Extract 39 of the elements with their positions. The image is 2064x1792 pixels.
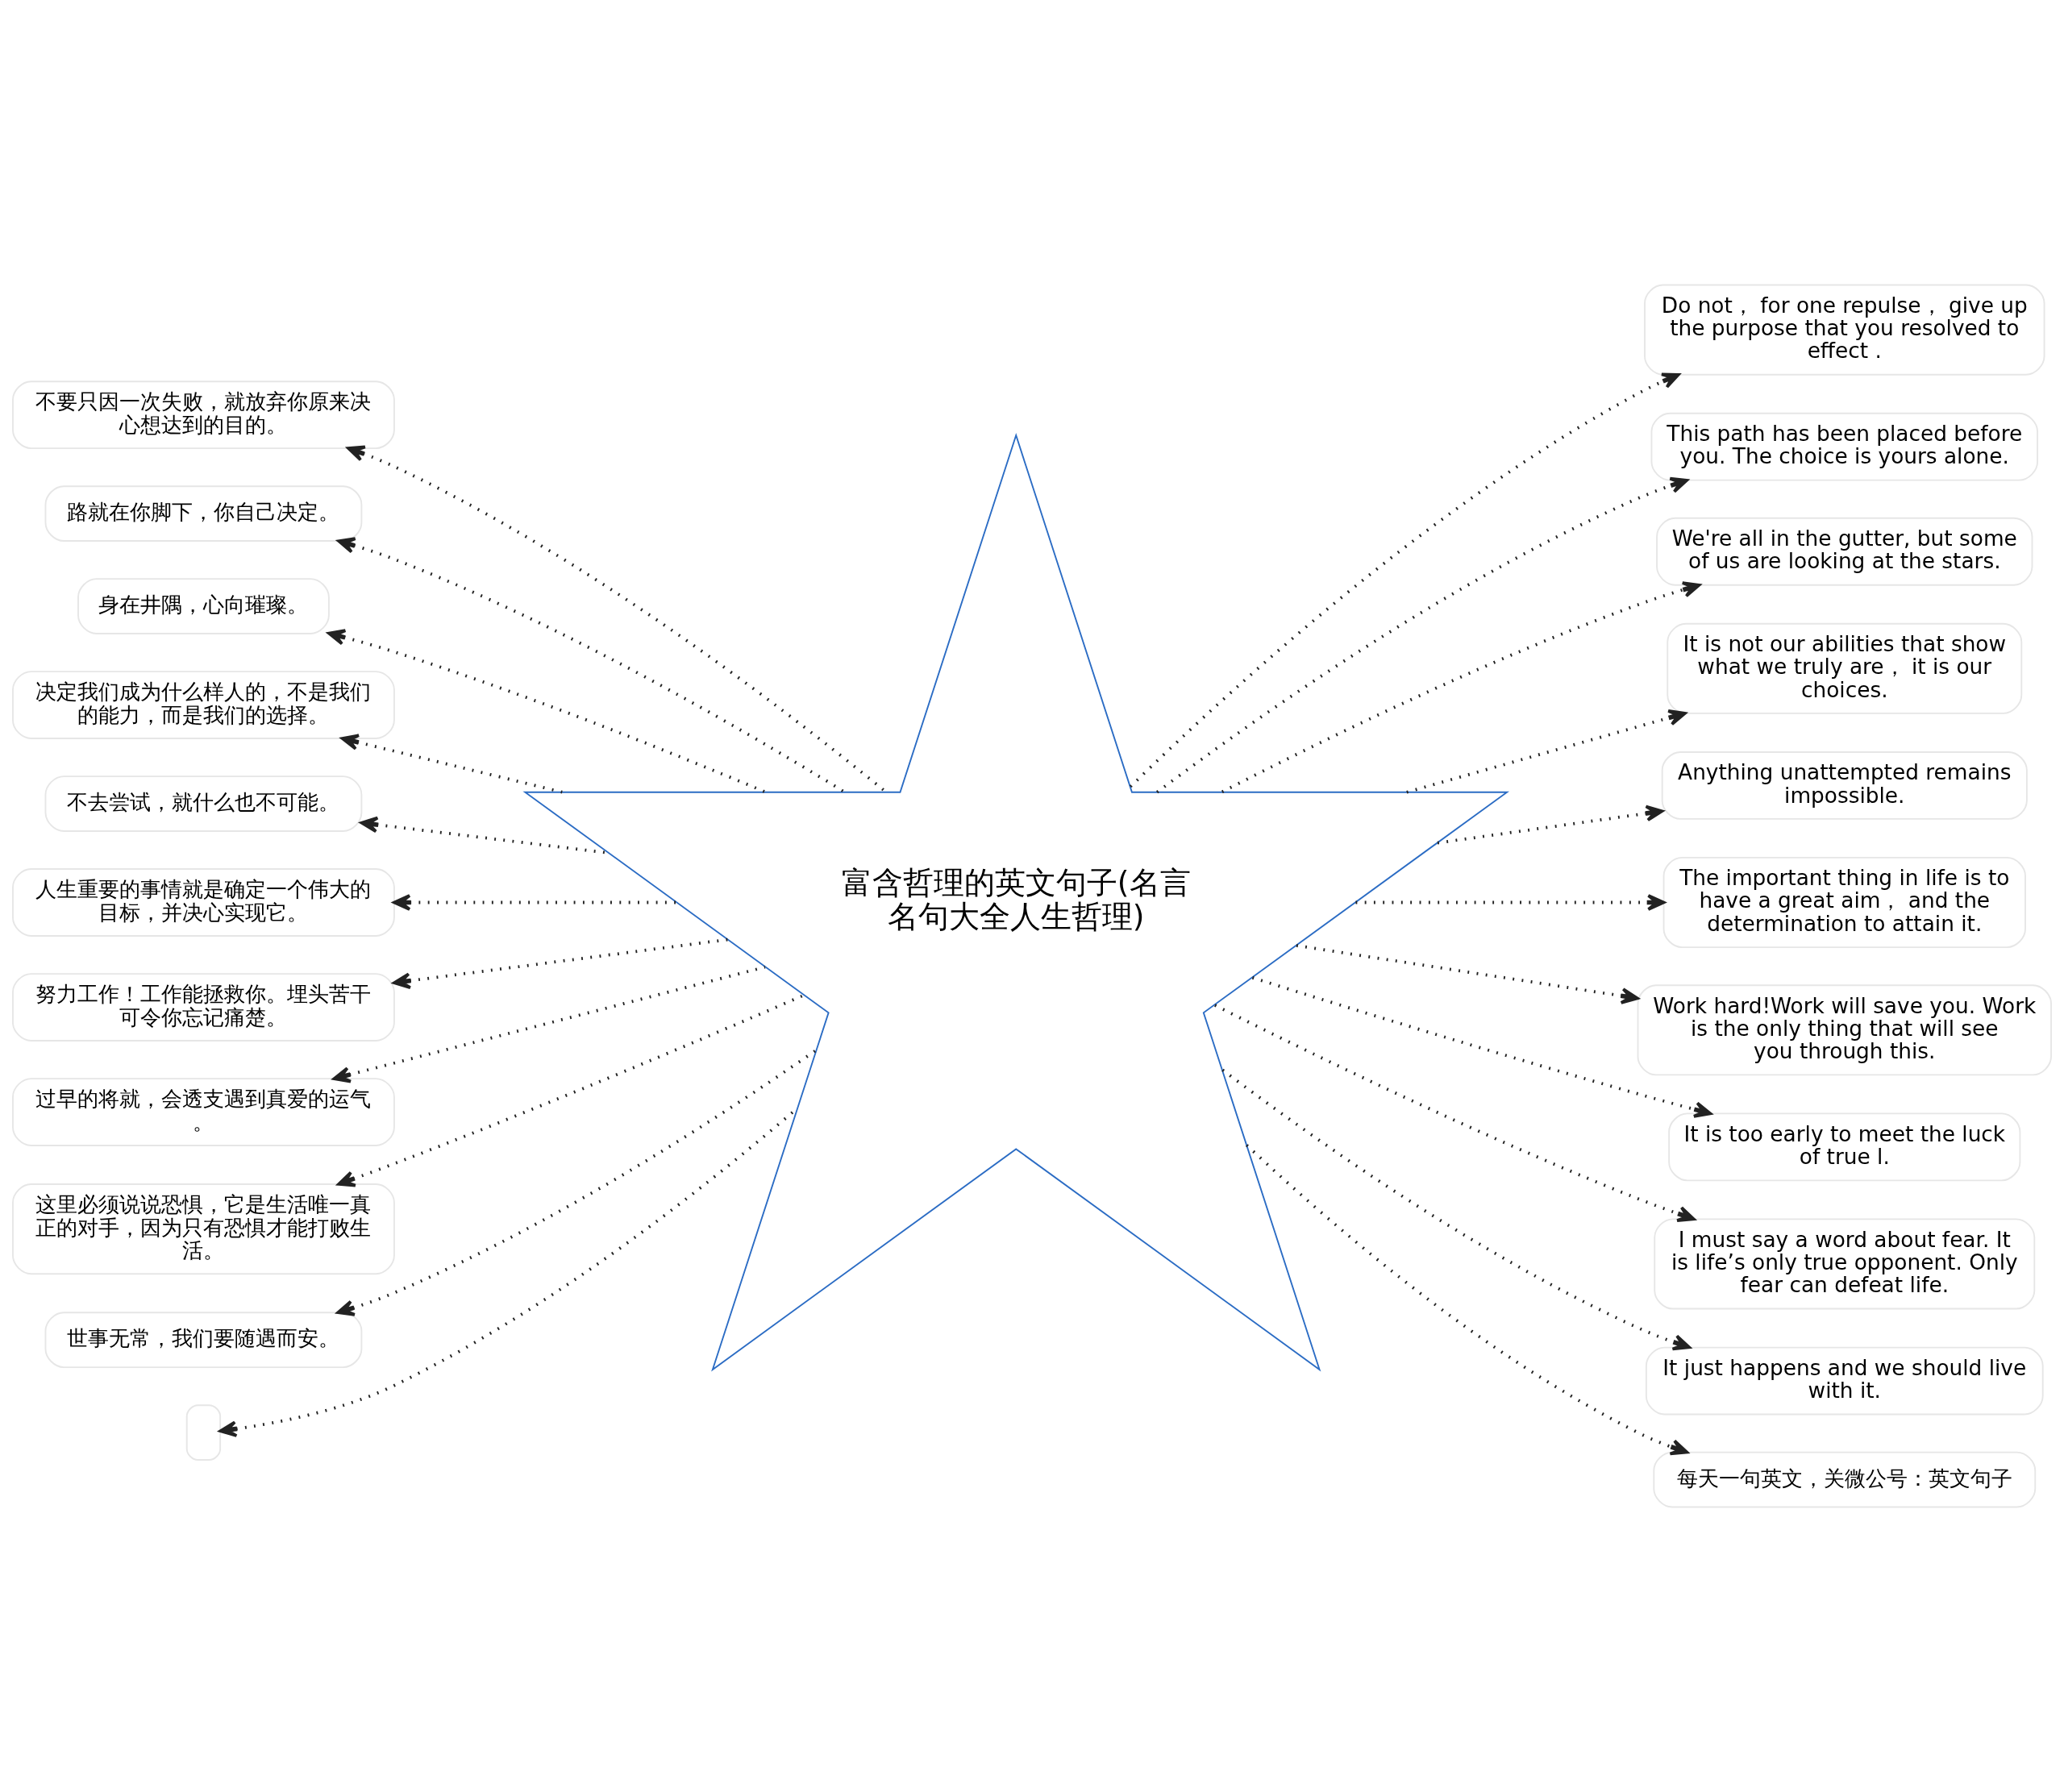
arrow — [336, 1049, 818, 1316]
node-box: 人生重要的事情就是确定一个伟大的目标，并决心实现它。 — [12, 868, 395, 937]
arrow — [332, 965, 766, 1083]
node-box: 不要只因一次失败，就放弃你原来决心想达到的目的。 — [12, 380, 395, 450]
arrow — [1221, 1068, 1692, 1351]
node-box: Work hard!Work will save you. Work is the only thing that will see you through this. — [1637, 984, 2052, 1076]
node-box — [185, 1404, 222, 1461]
node-box: 不去尝试，就什么也不可能。 — [44, 775, 363, 832]
arrow — [1355, 894, 1666, 911]
arrow — [1406, 709, 1687, 794]
arrow — [337, 537, 846, 794]
arrow — [1437, 805, 1664, 845]
node-box: We're all in the gutter, but some of us are looking at the stars. — [1656, 517, 2033, 586]
node-box: 路就在你脚下，你自己决定。 — [44, 485, 363, 542]
node-box: 努力工作！工作能拯救你。埋头苦干可令你忘记痛楚。 — [12, 973, 395, 1042]
node-box: 身在井隅，心向璀璨。 — [77, 578, 330, 634]
arrow — [1156, 476, 1688, 794]
arrow — [327, 629, 767, 794]
node-box: Anything unattempted remains impossible. — [1661, 751, 2028, 820]
node-box: It just happens and we should live with it. — [1645, 1346, 2044, 1416]
node-box: 世事无常，我们要随遇而安。 — [44, 1312, 363, 1369]
node-box: 过早的将就，会透支遇到真爱的运气。 — [12, 1078, 395, 1146]
node-box: The important thing in life is to have a great aim， and the determination to attain it. — [1662, 857, 2026, 949]
arrow — [1129, 372, 1680, 788]
arrow — [393, 894, 677, 911]
node-box: 决定我们成为什么样人的，不是我们的能力，而是我们的选择。 — [12, 671, 395, 739]
node-box: This path has been placed before you. The choice is yours alone. — [1650, 412, 2038, 481]
arrow — [1246, 1144, 1688, 1456]
arrow — [1221, 581, 1701, 794]
node-box: It is not our abilities that show what we truly are， it is our choices. — [1667, 622, 2023, 714]
arrow — [1251, 976, 1712, 1118]
node-box: It is too early to meet the luck of true l. — [1668, 1112, 2021, 1182]
node-box: 这里必须说说恐惧，它是生活唯一真正的对手，因为只有恐惧才能打败生活。 — [12, 1183, 395, 1275]
node-box: I must say a word about fear. It is life’s only true opponent. Only fear can defeat life. — [1654, 1218, 2036, 1310]
arrow — [393, 938, 728, 989]
node-box: Do not， for one repulse， give up the purpose that you resolved to effect . — [1644, 284, 2045, 376]
node-box: 每天一句英文，关微公号：英文句子 — [1653, 1451, 2037, 1508]
arrow — [340, 734, 563, 794]
arrow — [1296, 944, 1639, 1004]
